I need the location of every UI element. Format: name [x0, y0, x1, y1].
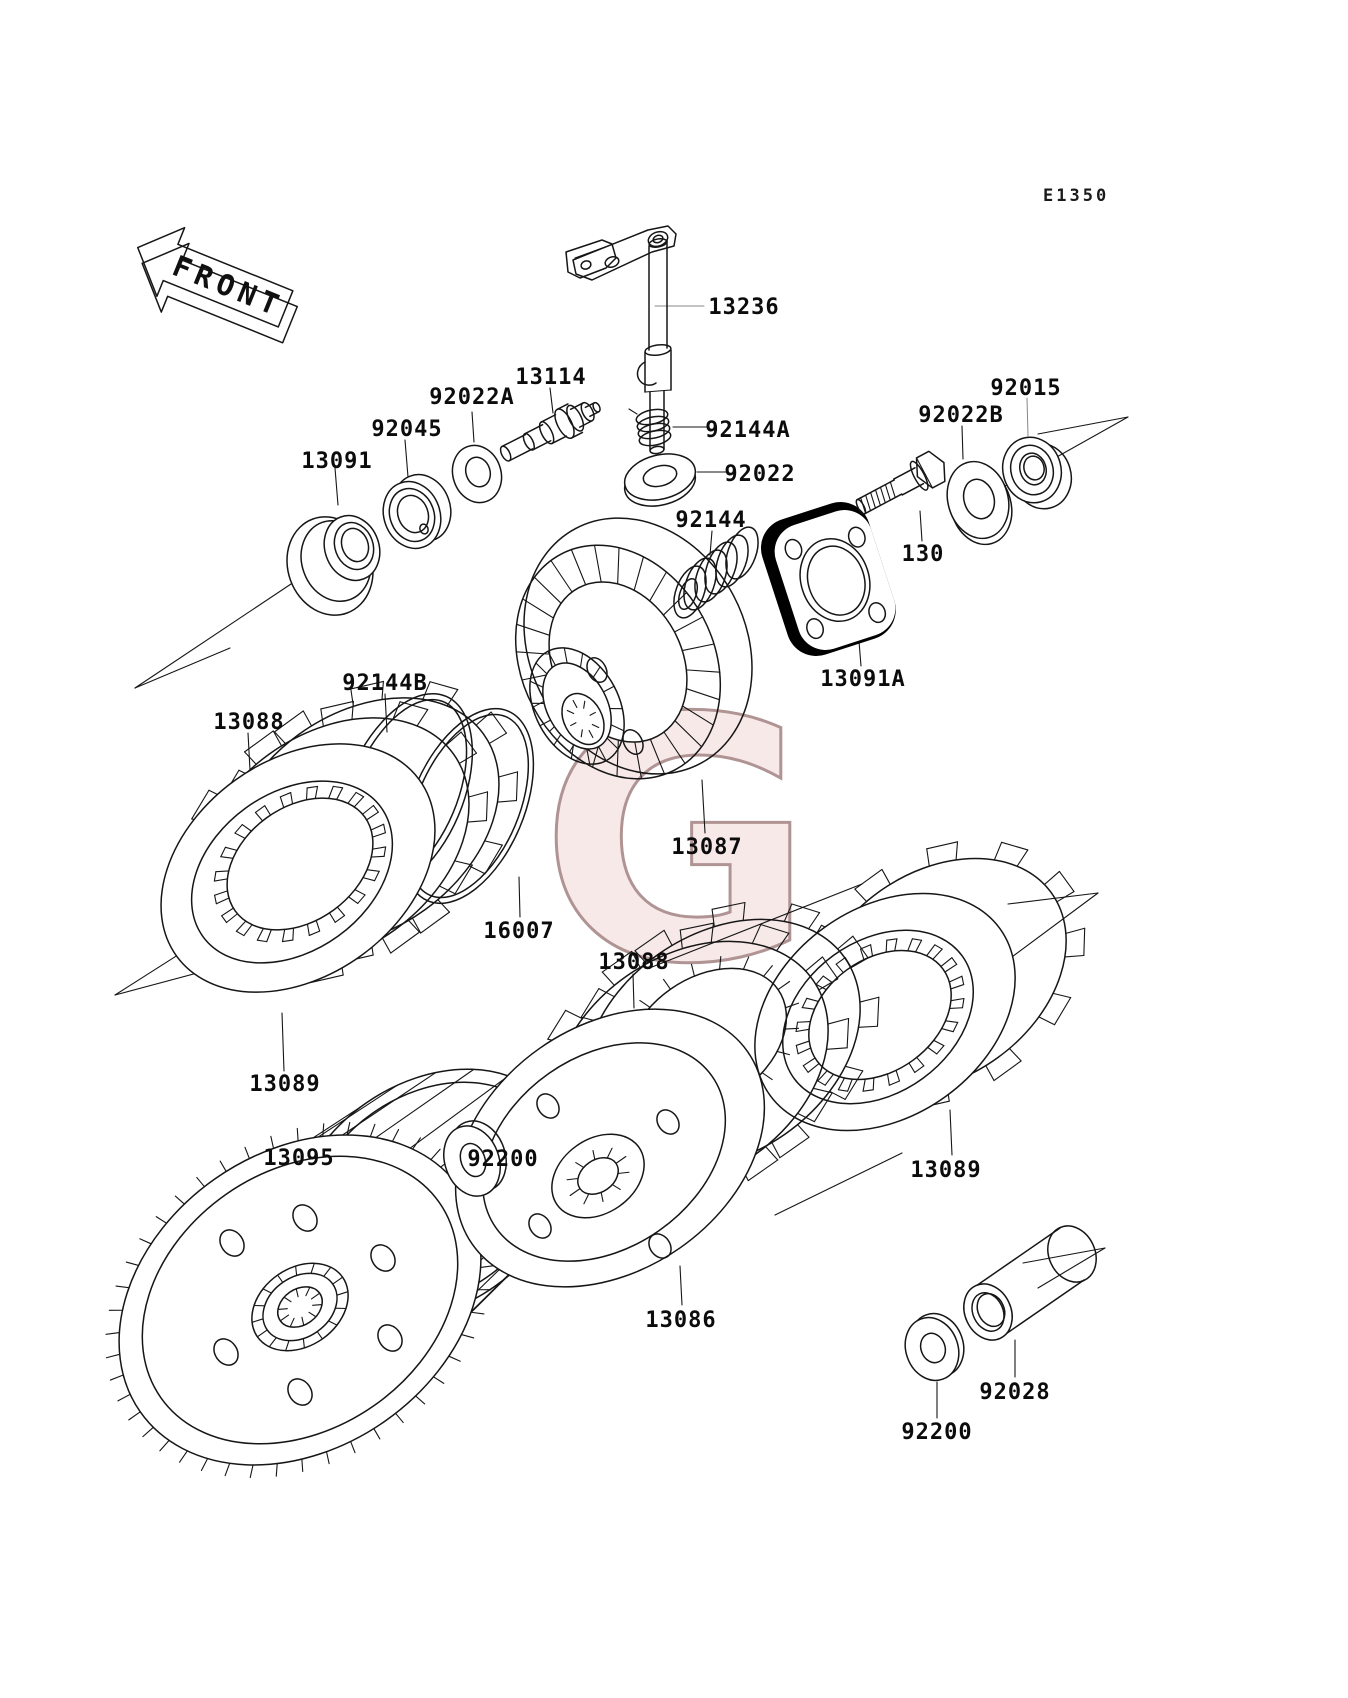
push-rod-13114-drawing: [499, 401, 601, 462]
part-label-92022: 92022: [724, 462, 795, 487]
release-cup-13091-drawing: [286, 514, 381, 616]
spring-92144-drawing: [673, 526, 759, 619]
part-label-92015: 92015: [990, 376, 1061, 401]
washer-92022b-drawing: [946, 460, 1013, 546]
part-label-13089: 13089: [910, 1158, 981, 1183]
part-label-92028: 92028: [979, 1380, 1050, 1405]
washer-92022a-drawing: [451, 444, 503, 504]
bearing-92045-drawing: [382, 473, 452, 550]
part-label-16007: 16007: [483, 919, 554, 944]
plate-stack-left-drawing: [160, 680, 519, 993]
part-label-13091A: 13091A: [820, 667, 905, 692]
part-label-13088: 13088: [598, 950, 669, 975]
page-code: E1350: [1043, 186, 1109, 206]
front-arrow-shadow: [141, 242, 298, 344]
part-label-13088: 13088: [213, 710, 284, 735]
clutch-center-13086-drawing: [454, 901, 880, 1288]
washer-92200-right-drawing: [904, 1312, 965, 1382]
spring-92144a-drawing: [628, 408, 672, 447]
washer-92022-drawing: [623, 453, 697, 507]
part-label-92022A: 92022A: [429, 385, 514, 410]
release-lever-shaft-drawing: [565, 225, 677, 455]
bolt-130-drawing: [855, 450, 946, 515]
part-label-13091: 13091: [301, 449, 372, 474]
part-label-92144: 92144: [675, 508, 746, 533]
part-label-92022B: 92022B: [918, 403, 1003, 428]
line-art-layer: [105, 225, 1129, 1479]
part-label-92200: 92200: [467, 1147, 538, 1172]
clutch-hub-13087-drawing: [514, 517, 753, 780]
nut-92015-drawing: [1001, 436, 1073, 510]
part-label-130: 130: [902, 542, 945, 567]
part-label-92144B: 92144B: [342, 671, 427, 696]
part-label-92045: 92045: [371, 417, 442, 442]
clutch-housing-13095-drawing: [105, 1068, 570, 1479]
washer-92200-left-drawing: [443, 1120, 507, 1197]
front-direction-arrow: FRONT: [137, 226, 298, 344]
part-label-92200: 92200: [901, 1420, 972, 1445]
front-arrow-face: [137, 226, 294, 328]
spring-plate-13091a-drawing: [760, 501, 896, 657]
part-label-13095: 13095: [263, 1146, 334, 1171]
part-label-92144A: 92144A: [705, 418, 790, 443]
part-label-13087: 13087: [671, 835, 742, 860]
part-label-13114: 13114: [515, 365, 586, 390]
front-arrow-label: FRONT: [168, 249, 286, 323]
part-label-13236: 13236: [708, 295, 779, 320]
part-label-13086: 13086: [645, 1308, 716, 1333]
part-label-13089: 13089: [249, 1072, 320, 1097]
bushing-92028-drawing: [963, 1225, 1097, 1341]
